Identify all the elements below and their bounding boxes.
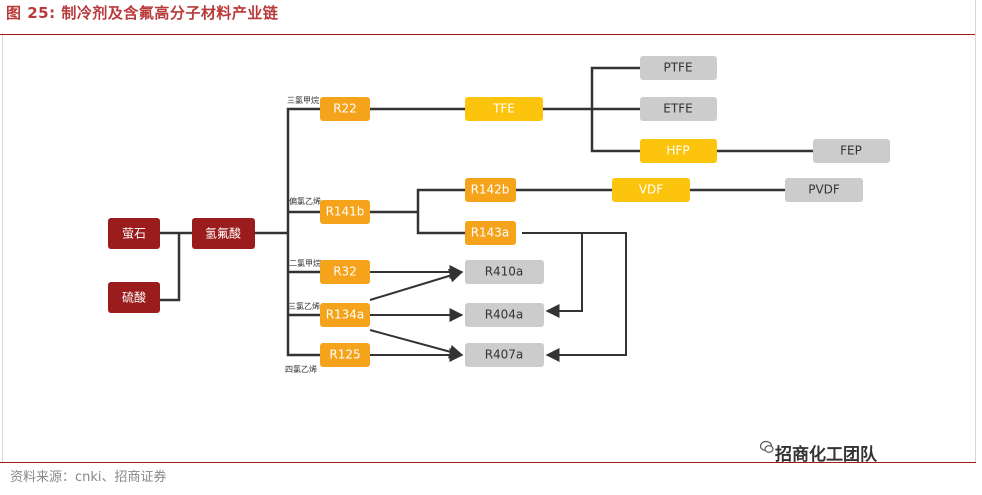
svg-text:R407a: R407a	[485, 348, 524, 362]
watermark: 招商化工团队	[775, 445, 877, 465]
frame-right	[975, 0, 976, 463]
svg-text:R141b: R141b	[326, 205, 365, 219]
node-r141b: R141b	[320, 200, 370, 224]
blend-arrows	[369, 232, 627, 362]
label-chloroform: 三氯甲烷	[287, 95, 319, 105]
svg-text:R134a: R134a	[326, 308, 365, 322]
frame-left	[2, 35, 3, 463]
arrow-r143a-r404a	[522, 232, 583, 318]
node-r32: R32	[320, 260, 370, 284]
node-fluorite: 萤石	[108, 218, 160, 249]
node-r410a: R410a	[465, 260, 544, 284]
node-r404a: R404a	[465, 303, 544, 327]
connector-sulfuric-hf	[160, 233, 181, 302]
node-ptfe: PTFE	[640, 56, 717, 80]
connector-r141b-r142b-r143a	[416, 188, 465, 235]
bottom-rule	[0, 462, 976, 463]
node-r22: R22	[320, 97, 370, 121]
svg-text:R142b: R142b	[471, 183, 510, 197]
node-tfe: TFE	[465, 97, 543, 121]
figure-title: 图 25: 制冷剂及含氟高分子材料产业链	[6, 4, 279, 22]
svg-text:TFE: TFE	[492, 102, 515, 116]
label-trichloroethylene: 三氯乙烯	[288, 301, 320, 311]
node-r125: R125	[320, 343, 370, 367]
svg-text:HFP: HFP	[666, 144, 689, 158]
node-vdf: VDF	[612, 178, 690, 202]
svg-text:R143a: R143a	[471, 226, 510, 240]
arrow-r143a-r407a	[545, 232, 627, 362]
node-fep: FEP	[813, 139, 890, 163]
label-tetrachloroethylene: 四氯乙烯	[285, 364, 317, 374]
svg-text:R22: R22	[333, 102, 357, 116]
source-note: 资料来源：cnki、招商证券	[10, 470, 167, 485]
label-dichloromethane: 二氯甲烷	[289, 258, 321, 268]
node-pvdf: PVDF	[785, 178, 863, 202]
svg-text:ETFE: ETFE	[663, 102, 692, 116]
svg-text:R32: R32	[333, 265, 357, 279]
connectors	[160, 66, 813, 357]
svg-text:R404a: R404a	[485, 308, 524, 322]
arrow-r125-r410a	[369, 268, 464, 301]
svg-text:R410a: R410a	[485, 265, 524, 279]
label-vinylidene-chloride: 偏氯乙烯	[289, 196, 321, 206]
node-sulfuric-acid: 硫酸	[108, 282, 160, 313]
svg-text:R125: R125	[329, 348, 360, 362]
svg-text:萤石: 萤石	[122, 227, 146, 241]
svg-text:硫酸: 硫酸	[122, 290, 146, 305]
svg-text:氢氟酸: 氢氟酸	[205, 226, 241, 241]
svg-text:VDF: VDF	[639, 183, 663, 197]
node-hf: 氢氟酸	[192, 218, 255, 249]
node-r407a: R407a	[465, 343, 544, 367]
svg-text:PVDF: PVDF	[808, 183, 840, 197]
node-hfp: HFP	[640, 139, 717, 163]
wechat-icon	[760, 440, 774, 453]
trunk-vertical	[286, 107, 302, 357]
node-r143a: R143a	[465, 221, 516, 245]
arrow-r134a-r407a	[369, 329, 464, 359]
svg-text:FEP: FEP	[840, 144, 862, 158]
node-r142b: R142b	[465, 178, 516, 202]
node-r134a: R134a	[320, 303, 370, 327]
top-rule	[0, 34, 976, 35]
svg-text:PTFE: PTFE	[663, 61, 692, 75]
node-etfe: ETFE	[640, 97, 717, 121]
